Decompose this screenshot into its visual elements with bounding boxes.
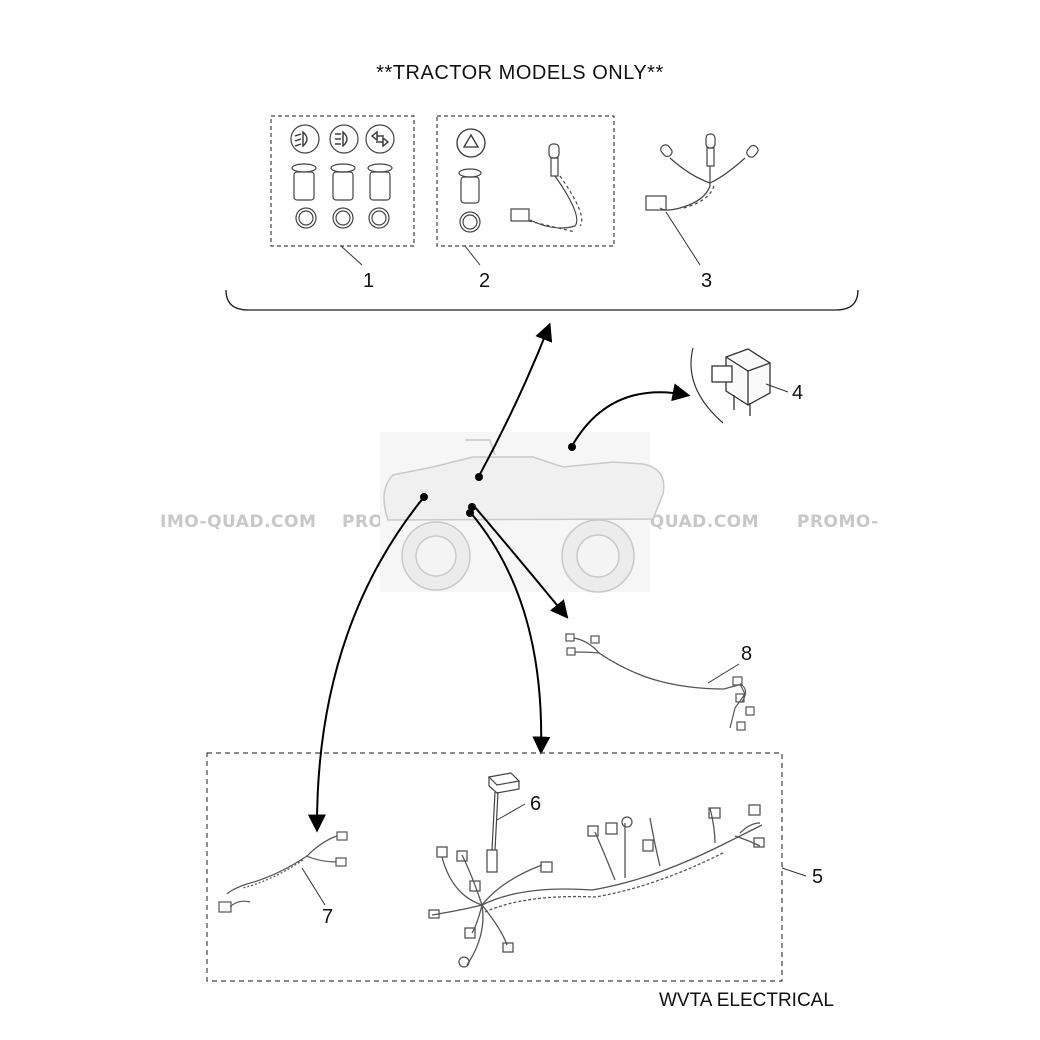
leader-6 xyxy=(496,803,526,821)
bulb-sockets xyxy=(290,124,395,229)
diagram-caption: WVTA ELECTRICAL xyxy=(659,990,834,1011)
hazard-triangle-icon xyxy=(456,128,486,158)
warning-bulb-box xyxy=(436,115,615,247)
leader-5 xyxy=(781,867,807,877)
watermark: IMO-QUAD.COM xyxy=(160,512,317,532)
callout-1: 1 xyxy=(363,270,375,292)
group-brace xyxy=(225,289,859,311)
turn-signal-icon xyxy=(370,130,390,148)
leader-8 xyxy=(707,663,740,684)
callout-4: 4 xyxy=(792,382,804,404)
main-harness-box xyxy=(206,752,783,982)
front-harness xyxy=(218,831,348,913)
sub-harness xyxy=(565,633,755,731)
leader-1 xyxy=(340,245,363,266)
callout-3: 3 xyxy=(701,270,713,292)
bulb-kit-box xyxy=(270,115,415,247)
callout-dots xyxy=(420,443,576,517)
relay-bracket xyxy=(690,347,724,424)
callout-2: 2 xyxy=(479,270,491,292)
bulb-harness xyxy=(645,133,759,211)
main-harness xyxy=(428,804,765,968)
atv-illustration xyxy=(380,432,665,593)
callout-arrows xyxy=(307,322,691,833)
watermark: PROMO- xyxy=(797,512,879,532)
leader-2 xyxy=(464,245,481,266)
callout-6: 6 xyxy=(530,793,542,815)
leader-7 xyxy=(301,867,326,906)
headlight-high-icon xyxy=(335,130,348,148)
diagram-title: **TRACTOR MODELS ONLY** xyxy=(376,62,664,84)
relay xyxy=(711,348,771,416)
harness-module xyxy=(486,772,521,873)
callout-8: 8 xyxy=(741,643,753,665)
warning-bulb-parts xyxy=(458,143,583,233)
leader-4 xyxy=(765,383,789,393)
headlight-low-icon xyxy=(294,130,308,148)
leader-3 xyxy=(665,211,701,266)
callout-7: 7 xyxy=(322,906,334,928)
callout-5: 5 xyxy=(812,866,824,888)
